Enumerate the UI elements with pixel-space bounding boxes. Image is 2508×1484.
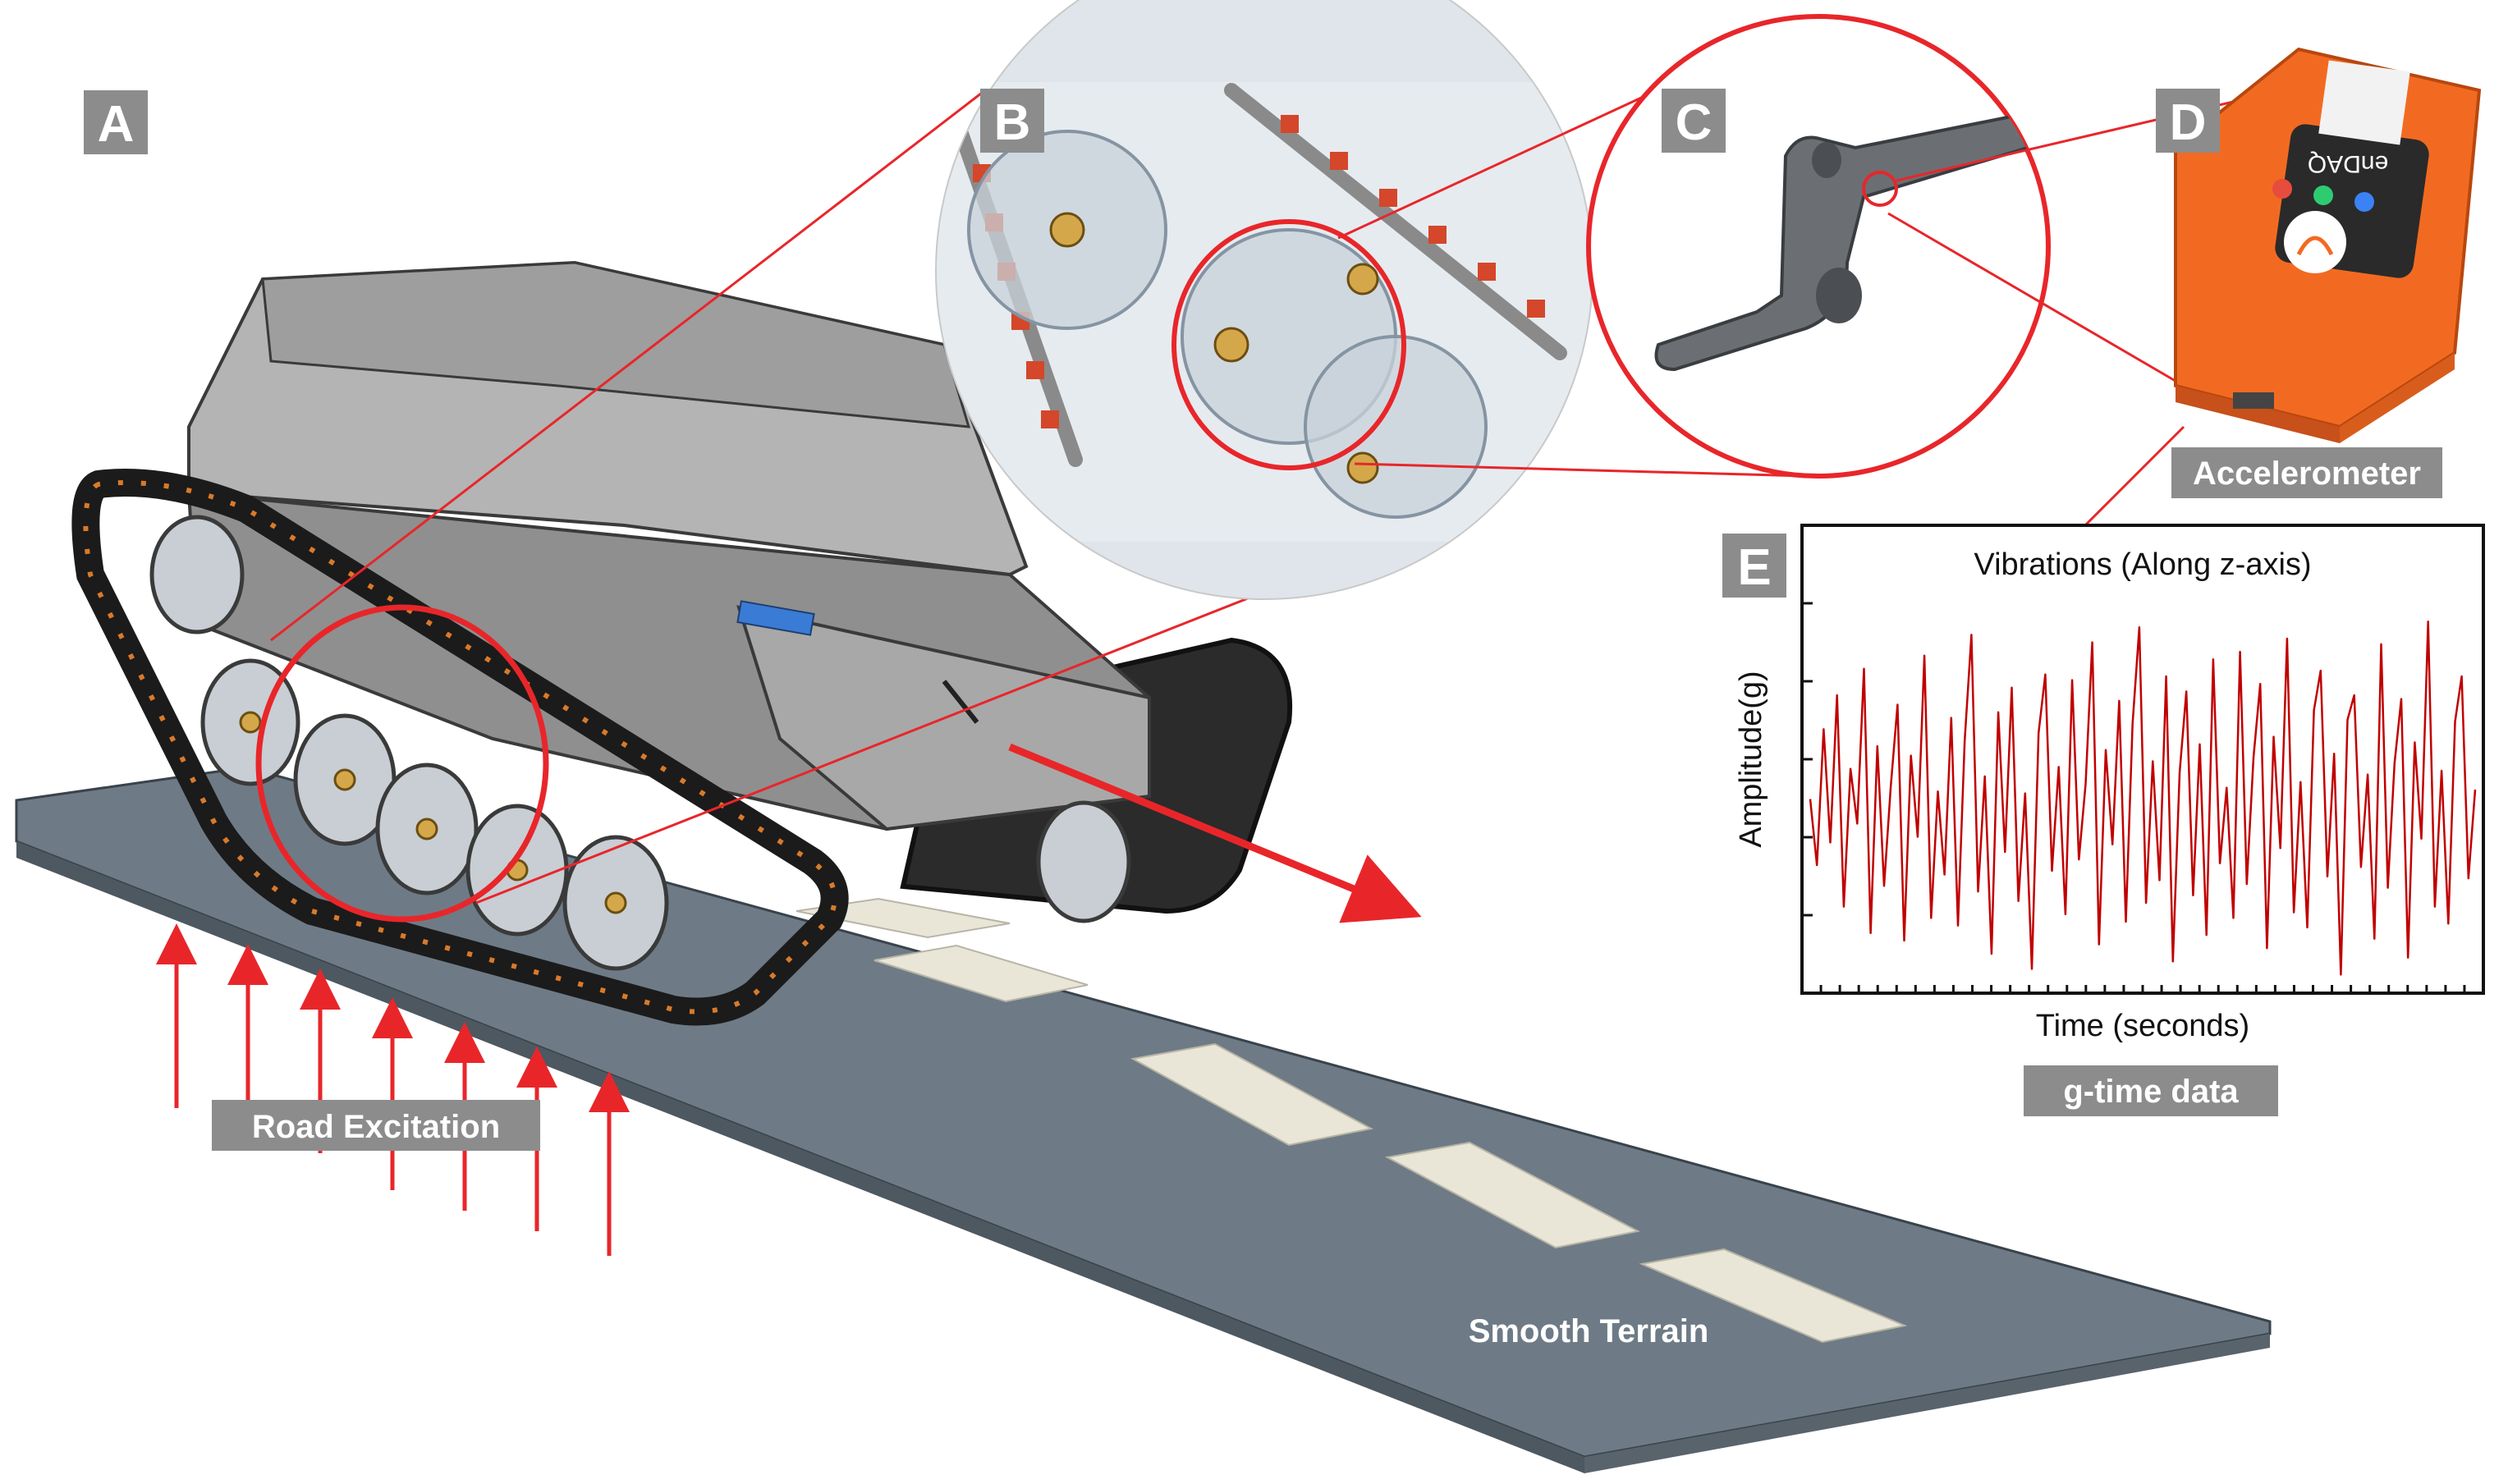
panel-c-bracket: C: [1586, 14, 2283, 479]
g-time-data-label-bg: [2024, 1065, 2278, 1116]
chart-title: Vibrations (Along z-axis): [1974, 547, 2311, 582]
g-time-data-label: g-time data: [2063, 1074, 2239, 1110]
device-brand-text: enDAQ: [2308, 150, 2388, 177]
travel-direction-arrow: [1008, 743, 1422, 923]
panel-a-letter: A: [98, 96, 135, 153]
panel-b-letter: B: [994, 94, 1031, 151]
panel-d-letter-bg: [2156, 89, 2220, 153]
tracked-vehicle: [71, 260, 1293, 1026]
road-excitation-label: Road Excitation: [252, 1109, 500, 1145]
panel-d-letter: D: [2170, 94, 2207, 151]
panel-d-accelerometer: enDAQ D Accelerometer: [2084, 47, 2482, 527]
panel-c-letter: C: [1676, 94, 1713, 151]
road-excitation-label-bg: [212, 1100, 540, 1151]
panel-b-letter-bg: [980, 89, 1044, 153]
chart-x-axis-label: Time (seconds): [2036, 1009, 2249, 1043]
panel-a-scene: Road Excitation Smooth Terrain A: [15, 89, 2272, 1473]
panel-e-chart: Vibrations (Along z-axis) Amplitude(g) T…: [1722, 524, 2485, 1116]
panel-b-closeup: B: [935, 0, 1807, 600]
panel-e-letter: E: [1737, 539, 1771, 596]
bracket-zoom-circle: [1171, 219, 1406, 470]
road-slab-end: [1584, 1334, 2270, 1473]
chart-tick-marks: [1802, 602, 2466, 993]
lane-markings: [795, 897, 1908, 1344]
chart-y-axis-label: Amplitude(g): [1734, 671, 1768, 847]
smooth-terrain-label: Smooth Terrain: [1469, 1313, 1709, 1349]
panel-a-letter-bg: [84, 90, 148, 154]
vibration-signal-line: [1809, 621, 2477, 976]
accelerometer-label-bg: [2171, 447, 2442, 498]
panel-c-letter-bg: [1662, 89, 1726, 153]
accelerometer-label: Accelerometer: [2193, 456, 2421, 492]
suspension-zoom-circle: [255, 604, 549, 923]
panel-e-letter-bg: [1722, 534, 1786, 598]
